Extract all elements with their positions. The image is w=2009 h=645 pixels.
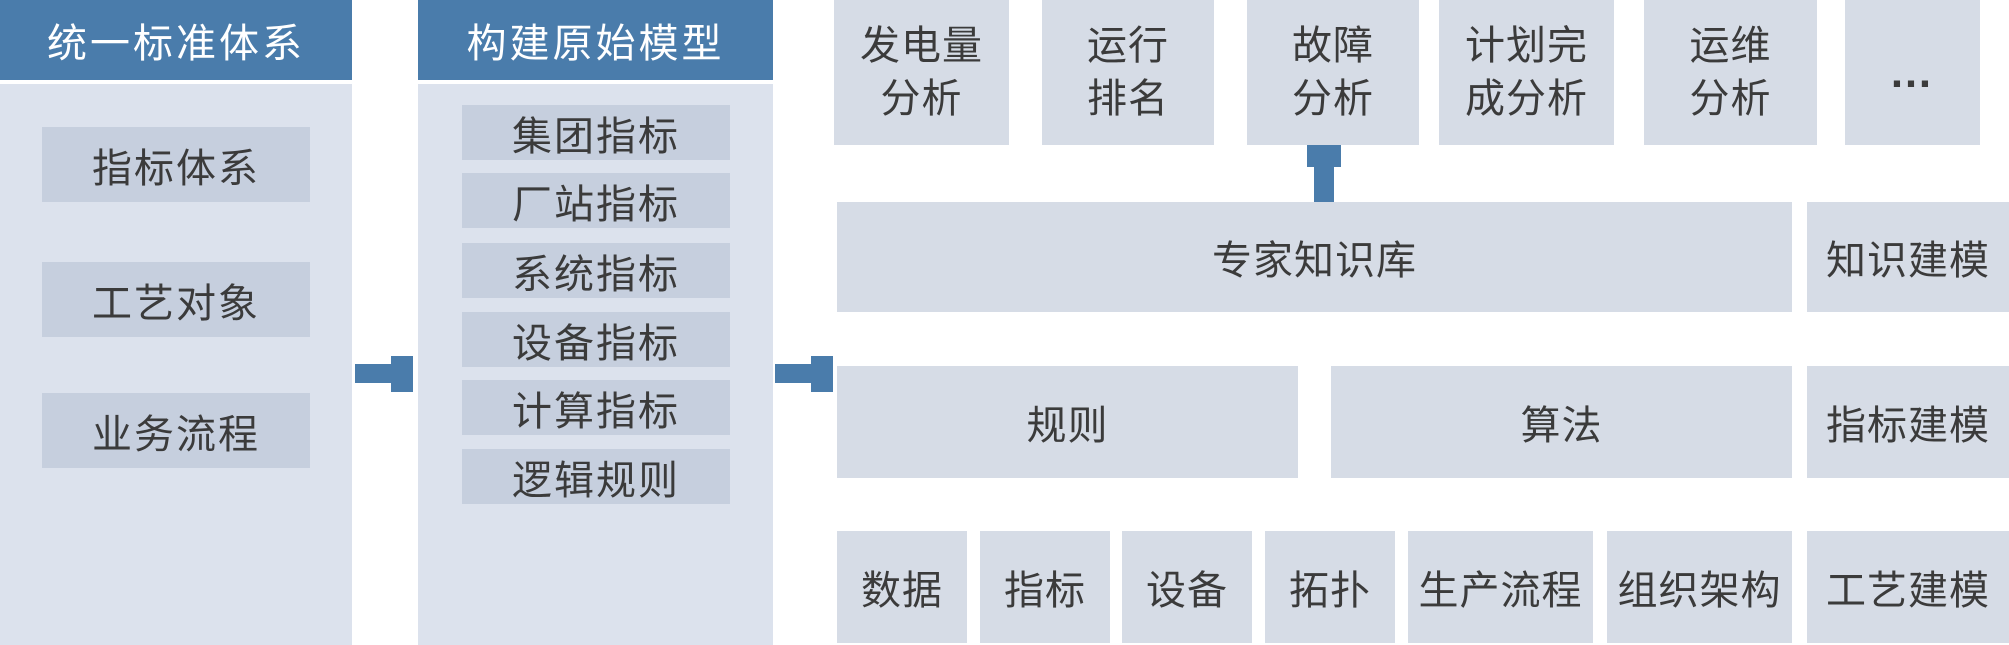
algorithms-box: 算法 xyxy=(1331,366,1792,478)
box-label-line: 分析 xyxy=(1689,76,1772,121)
analysis-box-fault-analysis: 故障 分析 xyxy=(1247,0,1419,145)
arrow-tail xyxy=(775,364,811,383)
base-box-indicator: 指标 xyxy=(980,531,1110,643)
box-label-line: 运维 xyxy=(1689,23,1772,68)
left-column-item-business-flow: 业务流程 xyxy=(42,393,310,468)
box-label-line: 成分析 xyxy=(1465,76,1588,121)
model-column-item-calc-indicator: 计算指标 xyxy=(462,380,730,435)
model-column-item-logic-rule: 逻辑规则 xyxy=(462,449,730,504)
process-modeling-box: 工艺建模 xyxy=(1807,531,2009,643)
analysis-box-more: … xyxy=(1845,0,1980,145)
arrow-tail xyxy=(1314,167,1334,202)
knowledge-modeling-box: 知识建模 xyxy=(1807,202,2009,312)
box-label-line: 排名 xyxy=(1087,76,1169,121)
box-label-line: 发电量 xyxy=(860,23,983,68)
arrow-head xyxy=(391,356,413,392)
analysis-box-power-generation-analysis: 发电量 分析 xyxy=(834,0,1009,145)
expert-knowledge-base-box: 专家知识库 xyxy=(837,202,1792,312)
indicator-modeling-box: 指标建模 xyxy=(1807,366,2009,478)
base-box-equipment: 设备 xyxy=(1122,531,1252,643)
left-column-item-process-object: 工艺对象 xyxy=(42,262,310,337)
rules-box: 规则 xyxy=(837,366,1298,478)
left-column-header: 统一标准体系 xyxy=(0,0,352,80)
analysis-box-plan-completion-analysis: 计划完 成分析 xyxy=(1439,0,1614,145)
box-label-line: 故障 xyxy=(1292,23,1374,68)
box-label-line: 计划完 xyxy=(1465,23,1588,68)
model-column-header: 构建原始模型 xyxy=(418,0,773,80)
analysis-box-om-analysis: 运维 分析 xyxy=(1644,0,1817,145)
model-column-item-system-indicator: 系统指标 xyxy=(462,243,730,298)
base-box-production-flow: 生产流程 xyxy=(1408,531,1593,643)
model-column-item-equipment-indicator: 设备指标 xyxy=(462,312,730,367)
arrow-tail xyxy=(355,364,391,383)
arrow-head xyxy=(1307,145,1341,167)
box-label-line: 分析 xyxy=(1292,76,1374,121)
box-label-line: 分析 xyxy=(880,76,963,121)
base-box-topology: 拓扑 xyxy=(1265,531,1395,643)
ellipsis-icon: … xyxy=(1889,47,1936,97)
base-box-data: 数据 xyxy=(837,531,967,643)
base-box-org-structure: 组织架构 xyxy=(1607,531,1792,643)
model-column-item-group-indicator: 集团指标 xyxy=(462,105,730,160)
left-column-item-indicator-system: 指标体系 xyxy=(42,127,310,202)
analysis-box-operation-ranking: 运行 排名 xyxy=(1042,0,1214,145)
arrow-head xyxy=(811,356,833,392)
model-column-item-plant-indicator: 厂站指标 xyxy=(462,173,730,228)
box-label-line: 运行 xyxy=(1087,23,1169,68)
